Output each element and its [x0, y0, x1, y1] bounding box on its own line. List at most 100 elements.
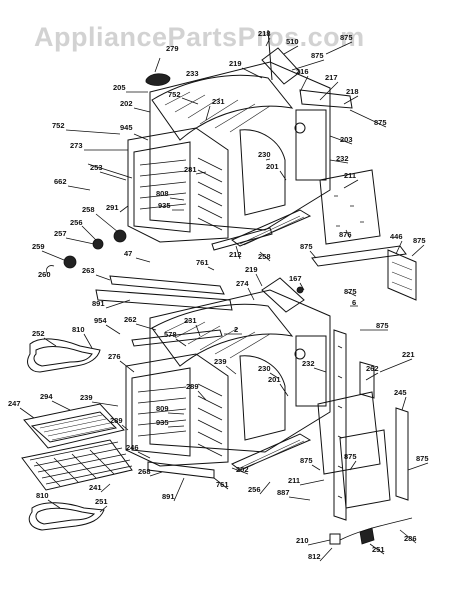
upper-rail-bar [311, 245, 407, 267]
callout-c578: 578 [164, 330, 177, 339]
oven-rack-wires [29, 441, 133, 485]
callout-c935a: 935 [158, 201, 171, 210]
callout-c257: 257 [54, 229, 67, 238]
lower-insulation-top [151, 303, 294, 367]
callout-c211b: 211 [288, 476, 300, 485]
callout-c281: 281 [184, 165, 197, 174]
lower-sensor-plug [359, 527, 375, 545]
callout-c212: 212 [229, 250, 242, 259]
upper-rear-bracket [299, 89, 353, 109]
callout-c291: 291 [106, 203, 119, 212]
upper-end-bracket-hatch [391, 261, 413, 291]
callout-c875e: 875 [344, 287, 357, 296]
callout-c875f: 875 [376, 321, 389, 330]
lower-broil-element-bar [131, 329, 223, 347]
callout-c205: 205 [113, 83, 126, 92]
lower-rack-slides [137, 386, 187, 437]
callout-c891b: 891 [162, 492, 175, 501]
callout-c268: 268 [138, 467, 151, 476]
callout-c202b: 202 [236, 465, 249, 474]
callout-c752b: 752 [52, 121, 65, 130]
callout-c202a: 202 [120, 99, 133, 108]
lower-vertical-rail [333, 329, 347, 521]
lower-vent-screw [296, 286, 304, 294]
upper-oven-cavity [127, 127, 229, 243]
lower-side-slides [197, 383, 223, 457]
callout-c875i: 875 [416, 454, 429, 463]
lower-rear-panel [295, 335, 327, 407]
lower-sensor-cord [339, 517, 413, 541]
lower-oven-cavity [125, 353, 229, 467]
callout-c231b: 231 [184, 316, 197, 325]
upper-side-slides [197, 157, 223, 231]
upper-insulation-hatch [164, 91, 271, 133]
upper-control-gear [92, 238, 104, 250]
upper-control-switch [63, 255, 77, 269]
callout-c875j: 875 [340, 33, 353, 42]
upper-oven-assembly [127, 29, 353, 251]
callout-c246: 246 [126, 443, 139, 452]
broiler-pan-slots [39, 414, 115, 441]
callout-c935b: 935 [156, 418, 169, 427]
callout-c201b: 201 [268, 375, 281, 384]
callout-c252: 252 [32, 329, 45, 338]
callout-c446: 446 [390, 232, 403, 241]
upper-side-panel-holes [334, 195, 364, 227]
callout-c2: 2 [234, 325, 238, 334]
upper-vent-bracket [261, 47, 301, 85]
oven-rack-crosswires [35, 449, 115, 487]
callout-c230a: 230 [258, 150, 271, 159]
lower-side-panel [317, 391, 381, 475]
callout-c752a: 752 [168, 90, 181, 99]
callout-c876: 876 [339, 230, 352, 239]
bake-element-upper-inner [33, 345, 93, 367]
callout-c251a: 251 [95, 497, 108, 506]
callout-c294: 294 [40, 392, 53, 401]
lower-side-strip [395, 407, 409, 501]
upper-fan-hole [294, 122, 306, 134]
callout-c289b: 289 [110, 416, 123, 425]
callout-c875g: 875 [300, 456, 313, 465]
upper-rack-slides [139, 159, 187, 210]
callout-c887: 887 [277, 488, 290, 497]
callout-c241: 241 [89, 483, 102, 492]
lower-insulation-hatch [164, 319, 271, 359]
upper-spring-clip [46, 265, 55, 275]
callout-c260: 260 [38, 270, 51, 279]
callout-c809: 809 [156, 404, 169, 413]
callout-c219b: 219 [245, 265, 258, 274]
lower-cavity-opening [131, 367, 191, 457]
upper-insulation-side [239, 129, 286, 216]
callout-c258b: 258 [258, 252, 271, 261]
upper-side-panel-group [311, 169, 417, 301]
oven-rack [21, 439, 133, 491]
leader-lines [19, 37, 429, 562]
callout-c232a: 232 [336, 154, 349, 163]
callout-c954: 954 [94, 316, 107, 325]
lower-accessories [21, 338, 133, 531]
callout-c245: 245 [394, 388, 407, 397]
watermark: AppliancePartsPros.com [34, 22, 365, 52]
callout-c262a: 262 [124, 315, 137, 324]
lower-fan-hole [294, 348, 306, 360]
lower-rear-panel-sheet [339, 429, 391, 509]
callout-c201a: 201 [266, 162, 279, 171]
callout-c279: 279 [166, 44, 179, 53]
callout-c219a: 219 [229, 59, 242, 68]
callout-c274: 274 [236, 279, 249, 288]
upper-insulation-top [151, 74, 294, 141]
callout-c247: 247 [8, 399, 21, 408]
callout-c232b: 232 [302, 359, 315, 368]
callout-c662: 662 [54, 177, 67, 186]
callout-c211a: 211 [344, 171, 356, 180]
upper-cavity-opening [133, 141, 191, 233]
callout-c203: 203 [340, 135, 353, 144]
callout-c256b: 256 [248, 485, 261, 494]
upper-thermostat-rod [87, 163, 133, 179]
callout-c47: 47 [124, 249, 132, 258]
callout-c218b: 218 [258, 29, 271, 38]
bake-element-lower-inner [35, 507, 96, 525]
callout-c217: 217 [325, 73, 338, 82]
